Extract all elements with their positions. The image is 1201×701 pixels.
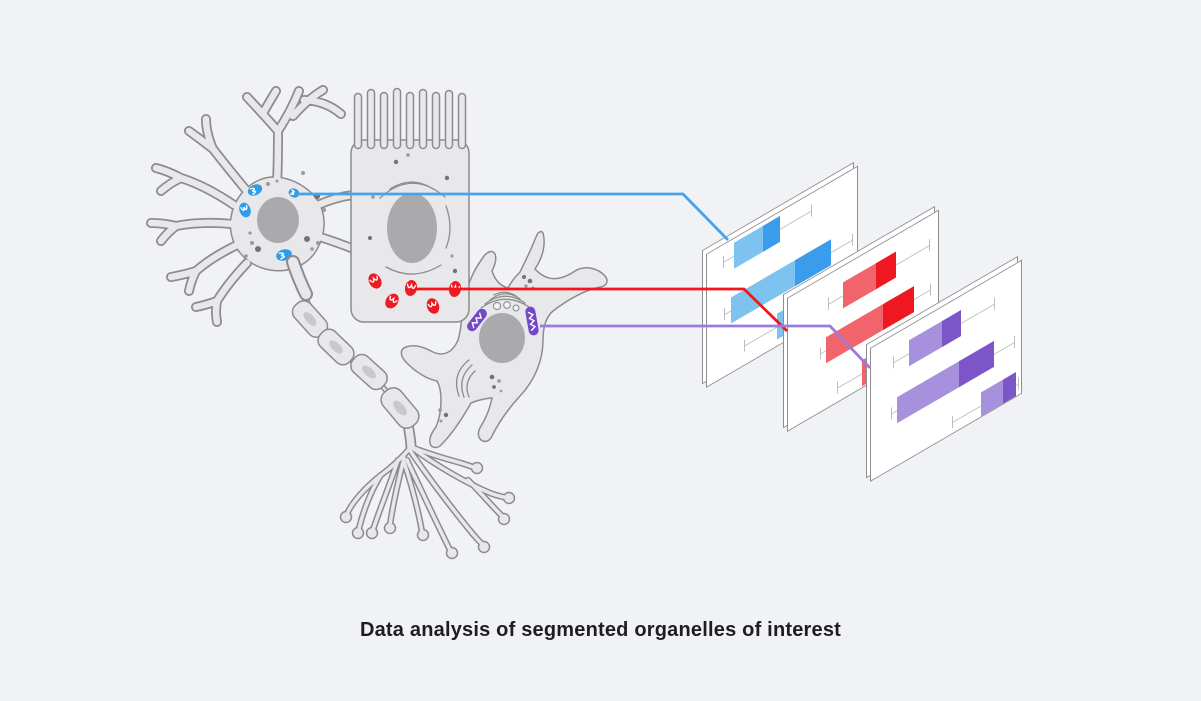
blue-mitochondrion-icon xyxy=(247,184,263,196)
blue-mitochondrion-icon xyxy=(239,202,251,218)
whisker-cap xyxy=(890,407,892,421)
myelin-segment xyxy=(380,387,420,429)
whisker-cap xyxy=(951,415,953,429)
axon-hillock-fill xyxy=(288,257,311,299)
myelin-segment xyxy=(350,353,388,391)
whisker-cap xyxy=(1017,377,1019,391)
whisker-cap xyxy=(928,239,930,252)
box-median-q3 xyxy=(763,215,780,252)
whisker-cap xyxy=(929,283,931,297)
whisker-cap xyxy=(810,204,812,218)
box-median-q3 xyxy=(959,340,994,388)
stellate-nucleus xyxy=(479,313,525,363)
neuron-cell xyxy=(146,85,361,327)
whisker-cap xyxy=(836,381,838,395)
terminal-bulbs xyxy=(339,461,516,560)
red-mitochondrion-icon xyxy=(385,293,399,309)
whisker-cap xyxy=(892,356,894,369)
whisker-cap xyxy=(722,255,724,269)
whisker-cap xyxy=(1013,335,1015,349)
box-median-q3 xyxy=(876,251,896,290)
whisker-cap xyxy=(819,347,821,361)
whisker-cap xyxy=(743,339,745,353)
neuron-nucleus xyxy=(257,197,299,243)
whisker-cap xyxy=(851,233,853,247)
red-mitochondrion-icon xyxy=(404,280,418,296)
whisker-cap xyxy=(993,297,995,311)
blue-mitochondrion-icon xyxy=(288,188,300,198)
whisker-cap xyxy=(827,297,829,311)
red-mitochondrion-icon xyxy=(368,273,382,289)
terminal-branches-fill xyxy=(345,445,510,552)
box-q1-median xyxy=(843,263,876,309)
box-median-q3 xyxy=(942,310,961,348)
box-q1-median xyxy=(909,321,942,367)
whisker-cap xyxy=(723,308,725,321)
microvilli-fill xyxy=(355,89,465,148)
myelin-segment xyxy=(317,328,355,366)
box-q1-median xyxy=(897,361,959,424)
er-membrane-icon xyxy=(455,359,476,398)
er-membrane-icon xyxy=(379,181,451,275)
axon xyxy=(286,255,516,560)
epithelial-cell xyxy=(350,87,470,323)
epithelial-nucleus xyxy=(387,193,437,263)
dendrites-fill xyxy=(147,86,360,326)
caption: Data analysis of segmented organelles of… xyxy=(359,619,842,641)
